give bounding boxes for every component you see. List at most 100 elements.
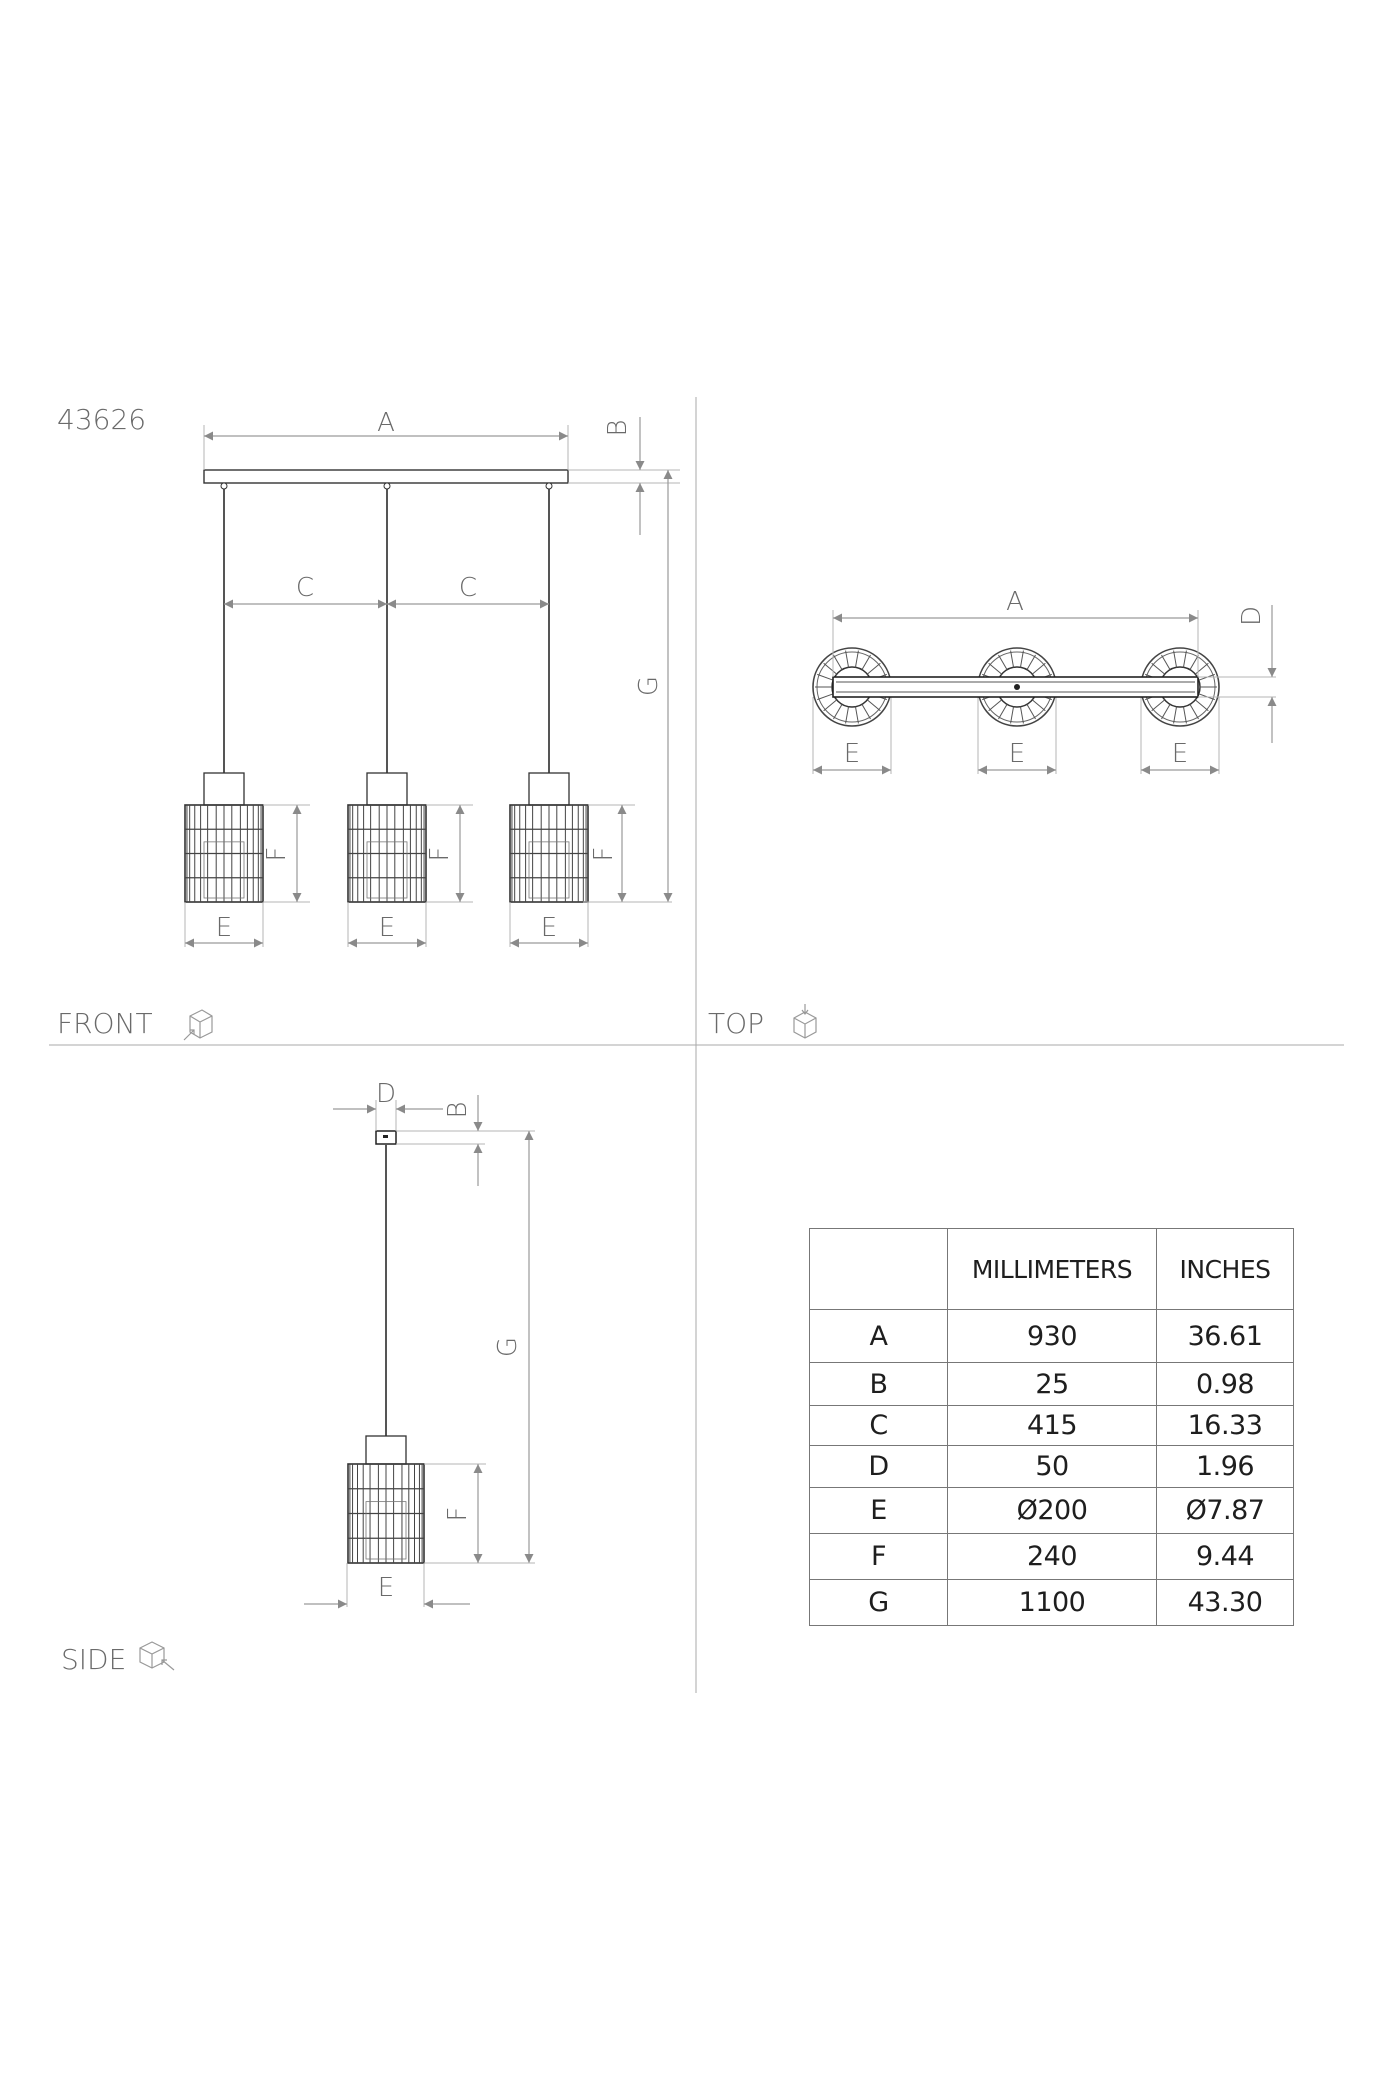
top-view: A D E E E TOP [708,587,1277,1040]
front-cables [220,482,553,773]
top-shade-spoke [1031,662,1046,675]
top-shade-spoke [817,673,834,681]
top-shade-spoke [1194,699,1209,712]
row-in: 43.30 [1156,1579,1294,1626]
top-dim-e-label-2: E [1009,739,1025,769]
shade-socket-cap [203,772,245,806]
top-shade-spoke [833,704,843,720]
top-center-fixing [1014,684,1020,690]
top-shade-spoke [817,693,834,701]
shade-socket-cap [366,772,408,806]
row-mm: 25 [947,1362,1157,1406]
top-shade-spoke [1026,654,1036,670]
model-number: 43626 [57,403,146,436]
side-dim-e-label: E [378,1573,394,1603]
row-mm: 240 [947,1533,1157,1580]
top-shade-spoke [845,650,850,668]
row-key: E [809,1487,948,1534]
row-in: 9.44 [1156,1533,1294,1580]
side-dim-b-label: B [443,1101,473,1118]
front-dim-c1-label: C [296,573,314,603]
front-dim-e-label-2: E [379,913,395,943]
top-shade-spoke [1173,706,1178,724]
top-shade-spoke [854,650,859,668]
side-dim-d-label: D [376,1079,396,1109]
top-shade-spoke [1161,704,1171,720]
top-dim-a-label: A [1006,587,1024,617]
top-shade-spoke [1010,650,1015,668]
top-dim-e-label-1: E [844,739,860,769]
shade-socket-cap [528,772,570,806]
top-shade-spoke [1026,704,1036,720]
row-in: 0.98 [1156,1362,1294,1406]
shade-inner-holder [528,841,570,899]
row-key: D [809,1445,948,1488]
top-shade-spoke [1173,650,1178,668]
top-shade-spoke [833,654,843,670]
side-dim-f-label: F [443,1507,473,1522]
front-dim-e-label-3: E [541,913,557,943]
top-shade-spoke [823,662,838,675]
top-shade-spoke [866,699,881,712]
row-in: 1.96 [1156,1445,1294,1488]
top-shade-spoke [1019,650,1024,668]
front-dim-e-label-1: E [216,913,232,943]
top-shade-spoke [1161,654,1171,670]
row-key: A [809,1309,948,1363]
side-shade [347,1435,425,1564]
front-dim-f-label-1: F [262,847,292,862]
shade-inner-holder [366,841,408,899]
front-dim-b-label: B [603,419,633,436]
top-shade-spoke [845,706,850,724]
cable-anchor [545,482,553,490]
top-shade-spoke [988,662,1003,675]
side-cap-screw [383,1135,388,1138]
top-shade-spoke [1151,699,1166,712]
front-dim-a-label: A [377,408,395,438]
table-header-key [809,1228,948,1310]
top-shade-spoke [1182,650,1187,668]
top-shade-spoke [866,662,881,675]
top-shade-spoke [1031,699,1046,712]
top-shade-spoke [998,654,1008,670]
top-shade-spoke [1194,662,1209,675]
row-key: G [809,1579,948,1626]
side-dim-g-label: G [493,1337,523,1357]
front-dim-g-label: G [634,676,664,696]
front-view: 43626 A B G C C F F F E E E FRONT [57,403,680,1041]
top-view-label: TOP [708,1007,764,1040]
top-shade-spoke [1189,704,1199,720]
side-view-cube-icon [139,1641,175,1671]
table-header-row: MILLIMETERS INCHES [809,1228,1294,1310]
top-dim-e-label-3: E [1172,739,1188,769]
table-header-millimeters: MILLIMETERS [947,1228,1157,1310]
shade-inner-holder [365,1501,407,1560]
row-mm: 930 [947,1309,1157,1363]
row-mm: Ø200 [947,1487,1157,1534]
cable-anchor [383,482,391,490]
top-shade-spoke [1189,654,1199,670]
top-shade-spoke [988,699,1003,712]
front-dim-f-label-2: F [425,847,455,862]
row-key: B [809,1362,948,1406]
top-shade-spoke [998,704,1008,720]
front-view-label: FRONT [57,1007,153,1040]
row-mm: 1100 [947,1579,1157,1626]
cable-anchor [220,482,228,490]
row-in: 16.33 [1156,1405,1294,1446]
top-shade-spoke [861,654,871,670]
top-shade-spoke [823,699,838,712]
shade-inner-holder [203,841,245,899]
row-mm: 415 [947,1405,1157,1446]
side-view-label: SIDE [61,1643,126,1676]
top-shade-spoke [861,704,871,720]
side-view: D B G F E SIDE [61,1079,535,1676]
top-shade-spoke [854,706,859,724]
shade-socket-cap [365,1435,407,1465]
